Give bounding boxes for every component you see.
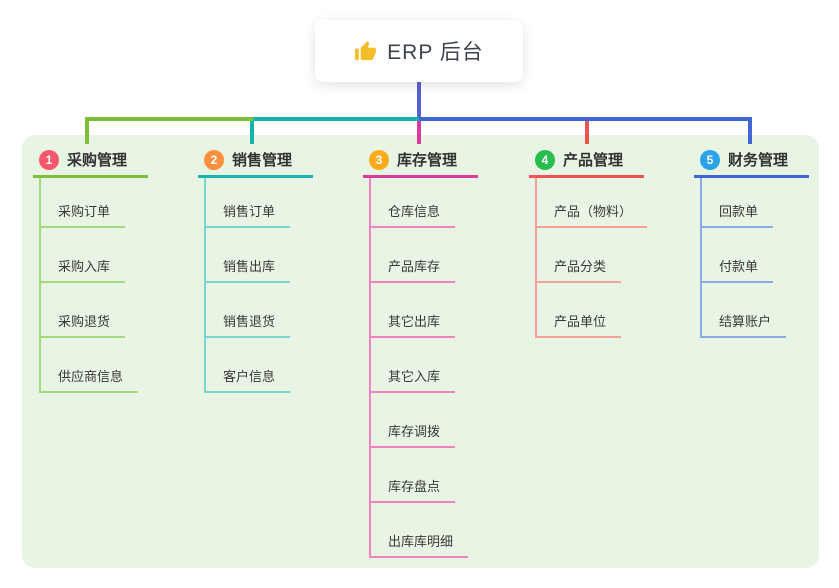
child-node[interactable]: 供应商信息 xyxy=(41,338,148,393)
thumbs-up-icon xyxy=(354,40,377,63)
number-badge: 3 xyxy=(369,149,389,170)
child-label: 结算账户 xyxy=(702,283,787,338)
child-label: 采购退货 xyxy=(41,283,126,338)
connector-root-stem xyxy=(417,82,421,117)
child-node[interactable]: 付款单 xyxy=(702,228,809,283)
children-list: 销售订单 销售出库 销售退货 客户信息 xyxy=(204,178,313,393)
topic-node-sales[interactable]: 2 销售管理 xyxy=(198,144,313,178)
child-label: 销售订单 xyxy=(206,178,291,228)
child-node[interactable]: 出库库明细 xyxy=(371,503,478,558)
child-node[interactable]: 产品（物料） xyxy=(537,178,648,228)
topic-node-purchase[interactable]: 1 采购管理 xyxy=(33,144,148,178)
children-list: 采购订单 采购入库 采购退货 供应商信息 xyxy=(39,178,148,393)
child-label: 产品单位 xyxy=(537,283,622,338)
branch-product: 4 产品管理 产品（物料） 产品分类 产品单位 xyxy=(529,144,648,338)
connector-horizontal-branch1 xyxy=(85,117,253,121)
topic-label: 财务管理 xyxy=(728,152,789,169)
children-list: 回款单 付款单 结算账户 xyxy=(700,178,809,338)
topic-label: 库存管理 xyxy=(397,152,458,169)
child-node[interactable]: 库存调拨 xyxy=(371,393,478,448)
child-label: 仓库信息 xyxy=(371,178,456,228)
child-node[interactable]: 销售退货 xyxy=(206,283,313,338)
number-badge: 5 xyxy=(700,149,720,170)
child-node[interactable]: 其它入库 xyxy=(371,338,478,393)
connector-drop-branch1 xyxy=(85,121,89,144)
topic-label: 产品管理 xyxy=(563,152,624,169)
topic-node-inventory[interactable]: 3 库存管理 xyxy=(363,144,478,178)
branch-sales: 2 销售管理 销售订单 销售出库 销售退货 客户信息 xyxy=(198,144,313,393)
branch-finance: 5 财务管理 回款单 付款单 结算账户 xyxy=(694,144,809,338)
child-label: 产品（物料） xyxy=(537,178,648,228)
child-label: 产品库存 xyxy=(371,228,456,283)
child-node[interactable]: 客户信息 xyxy=(206,338,313,393)
connector-horizontal-right xyxy=(419,117,752,121)
child-label: 库存调拨 xyxy=(371,393,456,448)
connector-drop-branch2 xyxy=(250,121,254,144)
topic-node-product[interactable]: 4 产品管理 xyxy=(529,144,644,178)
child-label: 采购入库 xyxy=(41,228,126,283)
connector-drop-branch4 xyxy=(585,121,589,144)
child-label: 采购订单 xyxy=(41,178,126,228)
child-label: 其它出库 xyxy=(371,283,456,338)
number-badge: 2 xyxy=(204,149,224,170)
child-label: 产品分类 xyxy=(537,228,622,283)
child-node[interactable]: 仓库信息 xyxy=(371,178,478,228)
children-list: 产品（物料） 产品分类 产品单位 xyxy=(535,178,648,338)
children-list: 仓库信息 产品库存 其它出库 其它入库 库存调拨 库存盘点 出库库明细 xyxy=(369,178,478,558)
number-badge: 1 xyxy=(39,149,59,170)
child-node[interactable]: 采购退货 xyxy=(41,283,148,338)
branches-panel xyxy=(22,135,819,568)
child-label: 其它入库 xyxy=(371,338,456,393)
child-node[interactable]: 产品单位 xyxy=(537,283,644,338)
child-label: 付款单 xyxy=(702,228,774,283)
branch-inventory: 3 库存管理 仓库信息 产品库存 其它出库 其它入库 库存调拨 库存盘点 出库库… xyxy=(363,144,478,558)
topic-label: 销售管理 xyxy=(232,152,293,169)
child-label: 销售退货 xyxy=(206,283,291,338)
branch-purchase: 1 采购管理 采购订单 采购入库 采购退货 供应商信息 xyxy=(33,144,148,393)
child-node[interactable]: 结算账户 xyxy=(702,283,809,338)
child-node[interactable]: 回款单 xyxy=(702,178,809,228)
topic-node-finance[interactable]: 5 财务管理 xyxy=(694,144,809,178)
child-label: 回款单 xyxy=(702,178,774,228)
child-node[interactable]: 采购订单 xyxy=(41,178,148,228)
connector-drop-branch3 xyxy=(417,121,421,144)
child-label: 出库库明细 xyxy=(371,503,469,558)
child-label: 销售出库 xyxy=(206,228,291,283)
child-label: 客户信息 xyxy=(206,338,291,393)
child-node[interactable]: 产品分类 xyxy=(537,228,644,283)
connector-drop-branch5 xyxy=(748,121,752,144)
child-node[interactable]: 产品库存 xyxy=(371,228,478,283)
child-node[interactable]: 库存盘点 xyxy=(371,448,478,503)
child-node[interactable]: 销售订单 xyxy=(206,178,313,228)
number-badge: 4 xyxy=(535,149,555,170)
topic-label: 采购管理 xyxy=(67,152,128,169)
child-label: 库存盘点 xyxy=(371,448,456,503)
child-node[interactable]: 其它出库 xyxy=(371,283,478,338)
child-node[interactable]: 采购入库 xyxy=(41,228,148,283)
root-node[interactable]: ERP 后台 xyxy=(315,20,523,82)
connector-horizontal-branch2 xyxy=(253,117,419,121)
child-node[interactable]: 销售出库 xyxy=(206,228,313,283)
root-title: ERP 后台 xyxy=(387,41,484,64)
child-label: 供应商信息 xyxy=(41,338,139,393)
